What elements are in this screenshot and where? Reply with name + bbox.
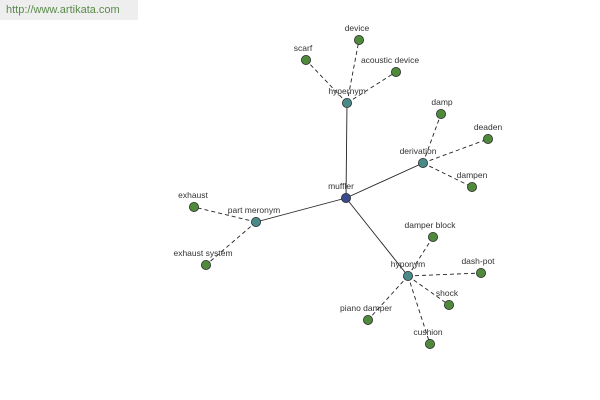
node-acoustic-device[interactable] — [390, 67, 401, 78]
edge-part-meronym-exhaust-system — [205, 221, 257, 266]
label-muffler[interactable]: muffler — [328, 181, 354, 191]
edge-derivation-dampen — [422, 162, 473, 188]
edge-hypernym-acoustic-device — [346, 71, 397, 104]
node-piano-damper[interactable] — [362, 314, 373, 325]
node-damper-block[interactable] — [427, 231, 438, 242]
label-piano-damper[interactable]: piano damper — [340, 303, 392, 313]
label-hyponym[interactable]: hyponym — [391, 259, 426, 269]
label-hypernym[interactable]: hypernym — [328, 86, 365, 96]
node-exhaust[interactable] — [188, 201, 199, 212]
label-device[interactable]: device — [345, 23, 370, 33]
edge-hypernym-scarf — [305, 59, 348, 104]
node-dampen[interactable] — [466, 181, 477, 192]
edge-hyponym-shock — [407, 275, 450, 306]
graph-nodes — [188, 35, 493, 349]
label-dampen[interactable]: dampen — [457, 170, 488, 180]
graph-labels: muffler hypernym device scarf acoustic devic… — [173, 23, 502, 337]
label-damper-block[interactable]: damper block — [404, 220, 456, 230]
label-part-meronym[interactable]: part meronym — [228, 205, 280, 215]
node-exhaust-system[interactable] — [200, 259, 211, 270]
node-shock[interactable] — [443, 299, 454, 310]
label-shock[interactable]: shock — [436, 288, 459, 298]
node-device[interactable] — [353, 35, 364, 46]
edge-muffler-hyponym — [345, 197, 409, 277]
label-derivation[interactable]: derivation — [400, 146, 437, 156]
edge-hyponym-piano-damper — [367, 275, 409, 321]
edge-muffler-part-meronym — [255, 197, 347, 223]
node-part-meronym[interactable] — [250, 216, 261, 227]
label-dash-pot[interactable]: dash-pot — [461, 256, 495, 266]
graph-edges — [193, 39, 489, 345]
url-banner[interactable]: http://www.artikata.com — [0, 0, 138, 20]
label-cushion[interactable]: cushion — [413, 327, 443, 337]
edge-hyponym-dash-pot — [407, 272, 482, 277]
node-deaden[interactable] — [482, 133, 493, 144]
edge-hypernym-device — [346, 39, 360, 104]
label-scarf[interactable]: scarf — [294, 43, 313, 53]
label-acoustic-device[interactable]: acoustic device — [361, 55, 419, 65]
label-exhaust[interactable]: exhaust — [178, 190, 208, 200]
edge-hyponym-damper-block — [407, 236, 434, 277]
label-deaden[interactable]: deaden — [474, 122, 503, 132]
label-exhaust-system[interactable]: exhaust system — [173, 248, 232, 258]
node-hyponym[interactable] — [402, 270, 413, 281]
edge-derivation-deaden — [422, 138, 489, 164]
edge-hyponym-cushion — [407, 275, 431, 345]
edge-part-meronym-exhaust — [193, 206, 257, 223]
edge-muffler-hypernym — [345, 102, 348, 199]
node-scarf[interactable] — [300, 55, 311, 66]
node-derivation[interactable] — [417, 157, 428, 168]
node-hypernym[interactable] — [341, 98, 352, 109]
node-dash-pot[interactable] — [475, 267, 486, 278]
edge-muffler-derivation — [345, 162, 424, 199]
label-damp[interactable]: damp — [431, 97, 453, 107]
edge-derivation-damp — [422, 113, 442, 164]
node-muffler[interactable] — [340, 192, 351, 203]
node-cushion[interactable] — [424, 338, 435, 349]
node-damp[interactable] — [435, 109, 446, 120]
